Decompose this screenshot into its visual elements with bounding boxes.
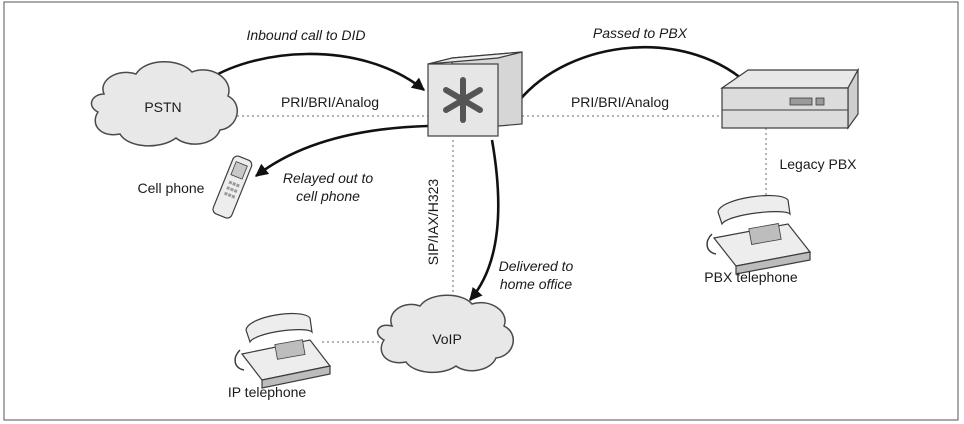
ip-telephone-icon: [234, 312, 332, 389]
diagram-frame: [3, 1, 959, 421]
delivered-label-line1: Delivered to: [499, 258, 574, 274]
relayed-label-line1: Relayed out to: [283, 170, 373, 186]
asterisk-icon: [443, 77, 483, 123]
arrow-passed-to-pbx: [516, 45, 753, 103]
server-top-face: [427, 51, 523, 65]
ip-telephone-label: IP telephone: [228, 384, 307, 400]
relayed-label-line2: cell phone: [296, 188, 360, 204]
pbx-link-label: PRI/BRI/Analog: [571, 94, 669, 110]
delivered-label-line2: home office: [500, 276, 573, 292]
arrow-inbound-call: [201, 52, 426, 92]
legacy-pbx-device: [720, 67, 860, 130]
arrow-relayed-cell: [254, 124, 429, 178]
pstn-label: PSTN: [144, 99, 181, 115]
asterisk-server: [427, 51, 523, 137]
cell-phone-icon: [212, 155, 253, 219]
voip-label: VoIP: [432, 331, 462, 347]
pstn-cloud: PSTN: [90, 61, 238, 147]
passed-to-pbx-label: Passed to PBX: [593, 25, 688, 41]
pstn-link-label: PRI/BRI/Analog: [281, 94, 379, 110]
pbx-telephone-icon: [706, 194, 812, 275]
inbound-call-label: Inbound call to DID: [246, 27, 365, 43]
legacy-pbx-label: Legacy PBX: [779, 156, 857, 172]
arrow-delivered-home: [469, 139, 500, 301]
pbx-telephone-label: PBX telephone: [704, 269, 798, 285]
voip-cloud: VoIP: [376, 294, 514, 374]
cell-phone-label: Cell phone: [138, 180, 205, 196]
voip-link-label: SIP/IAX/H323: [425, 179, 441, 266]
